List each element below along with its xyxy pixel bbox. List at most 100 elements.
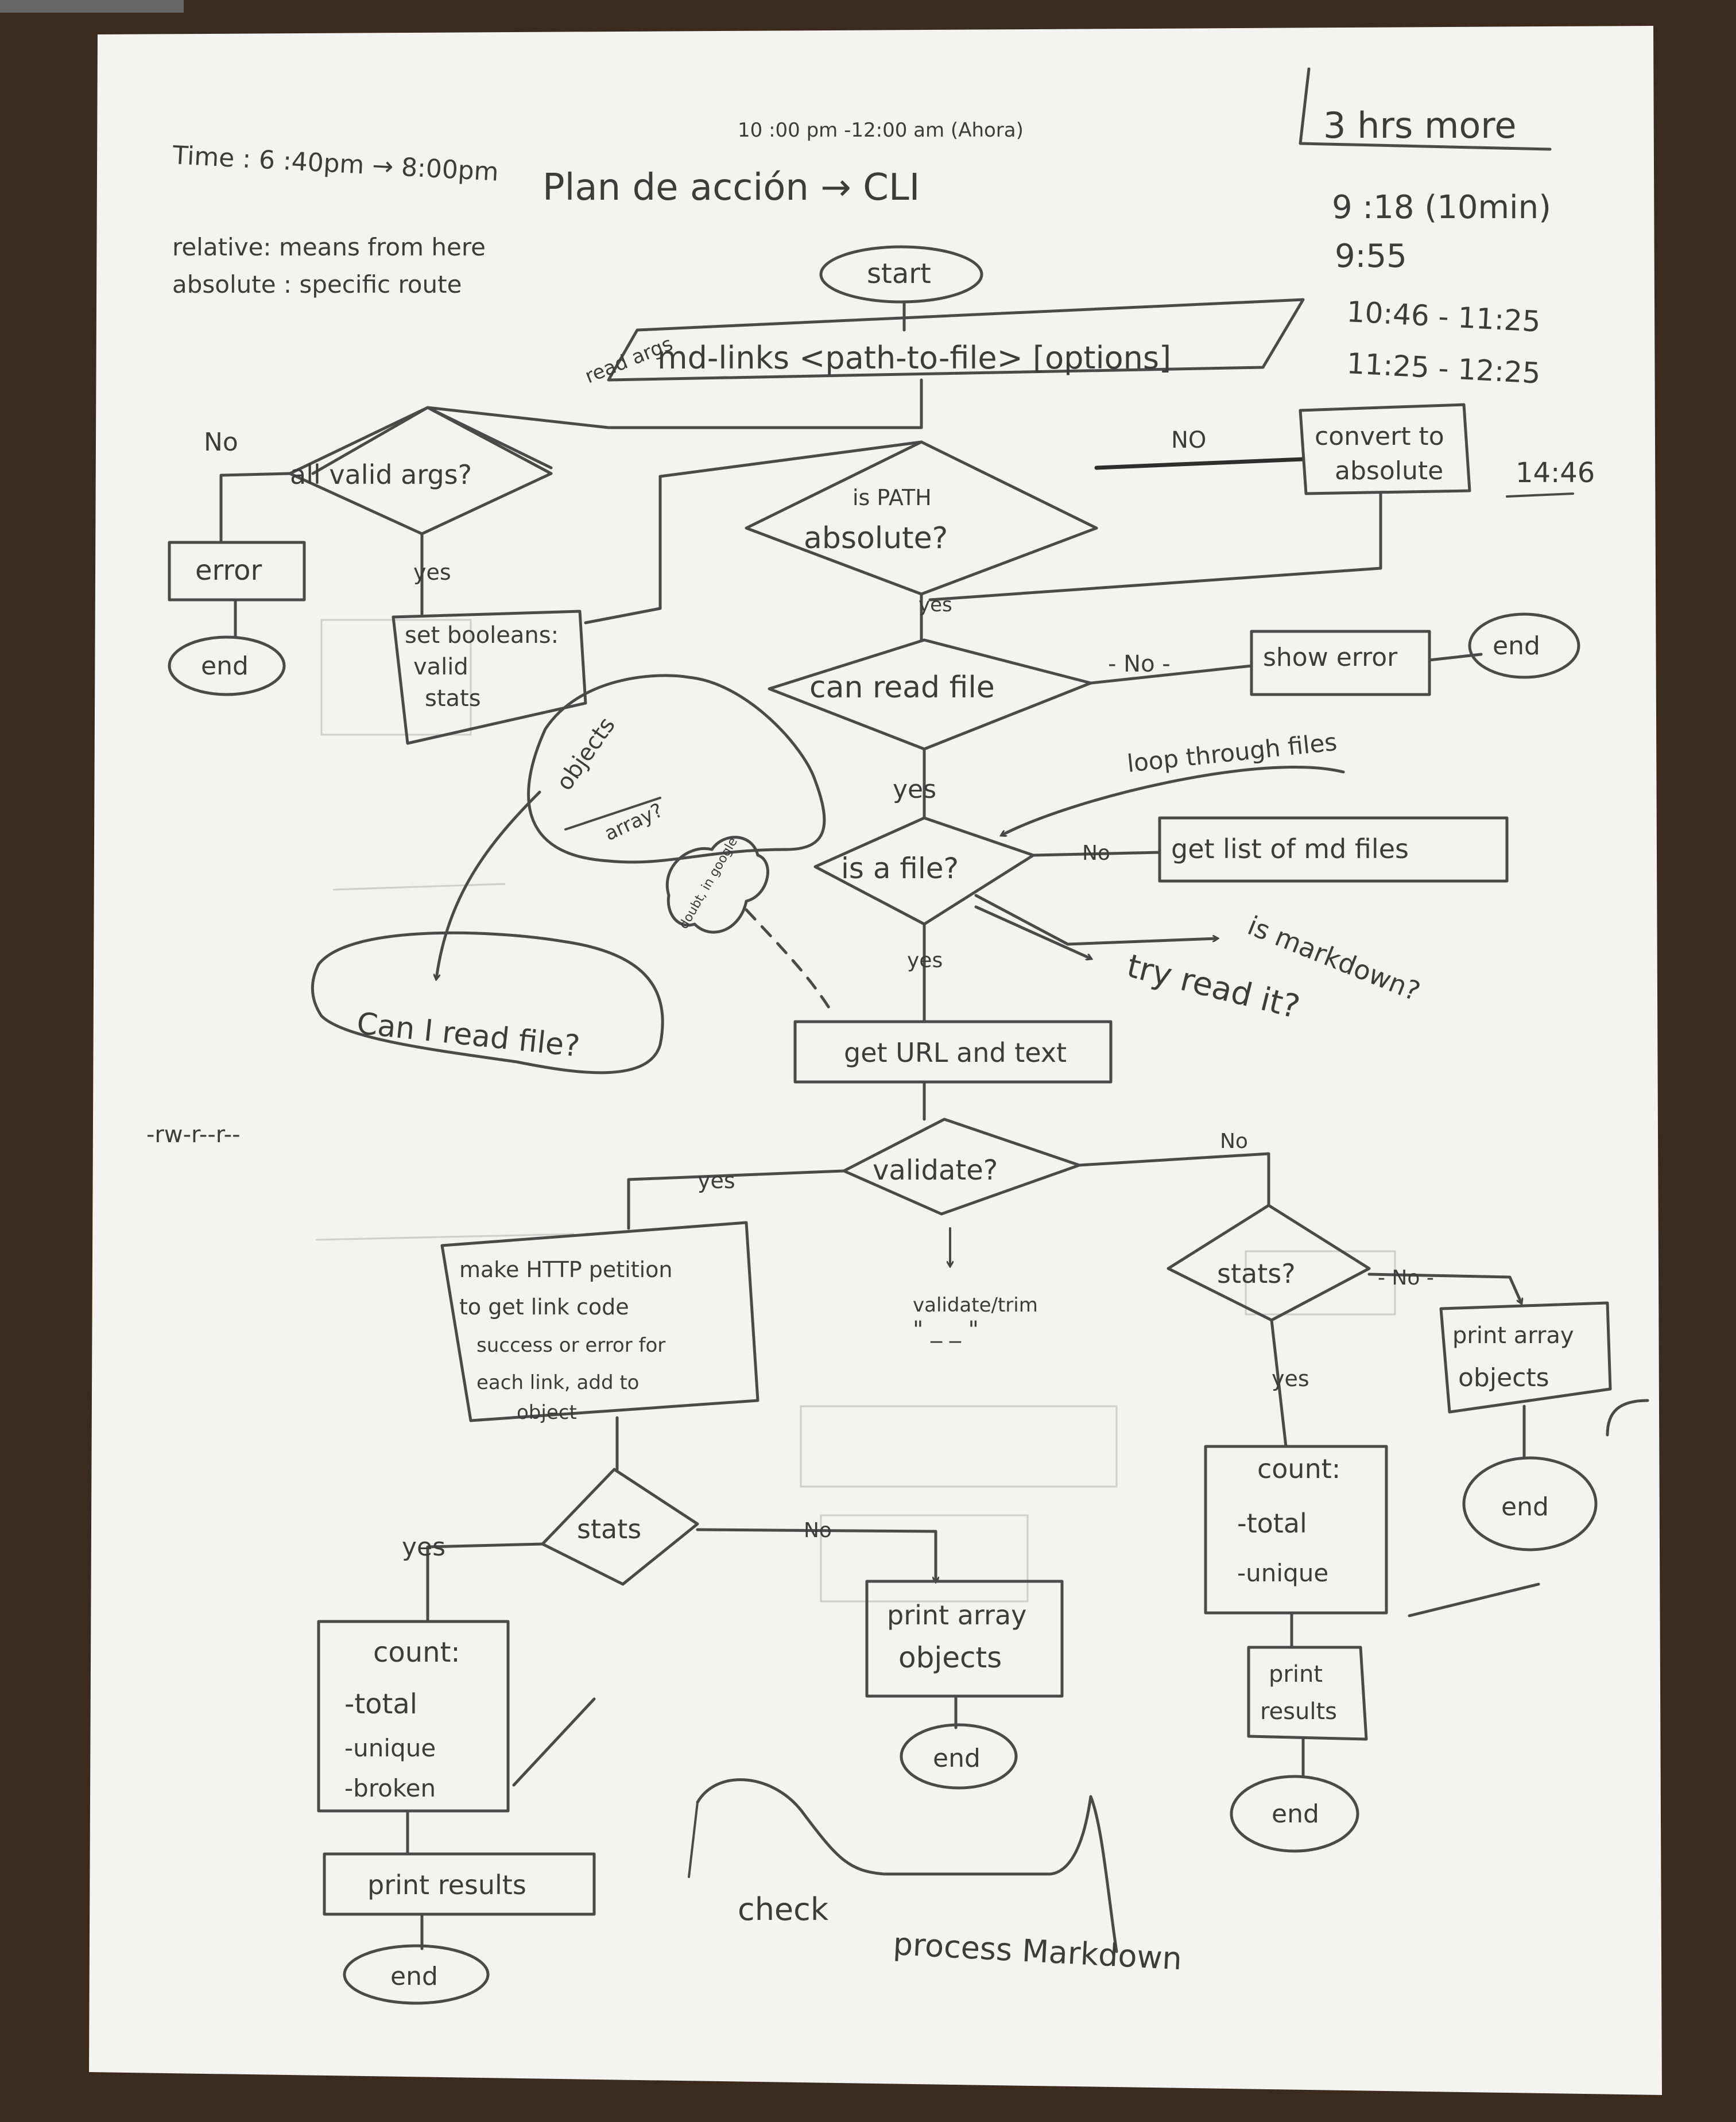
- all-valid-args-label: all valid args?: [290, 459, 472, 490]
- header-time-2: 10 :00 pm -12:00 am (Ahora): [738, 119, 1024, 142]
- arrow-canread-no: [1089, 664, 1253, 685]
- arrow-statsleft-no: [696, 1528, 936, 1581]
- no-label-validate: No: [1220, 1130, 1248, 1153]
- arrow-statsright-no: [1367, 1273, 1521, 1303]
- stats-right-label: stats?: [1217, 1258, 1296, 1289]
- yes-label-validate: yes: [698, 1168, 735, 1193]
- show-error-box: [1250, 630, 1431, 696]
- loop-back-arrow: [1002, 765, 1345, 835]
- label-check: check: [738, 1891, 829, 1927]
- yes-label-isfile: yes: [907, 949, 943, 972]
- note-question-blob: [311, 931, 664, 1074]
- print-results-right-line-1: print: [1269, 1661, 1323, 1687]
- validate-quote-label: " _ _ ": [913, 1317, 979, 1343]
- stats-left-diamond: [541, 1468, 699, 1586]
- timelog-bracket: [1299, 67, 1552, 151]
- arrow-isfile-tryread: [974, 905, 1091, 959]
- note-arrow-to-question: [436, 790, 541, 979]
- timelog-entry-2: 9:55: [1335, 238, 1407, 275]
- error-label: error: [195, 554, 262, 587]
- http-line-4: each link, add to: [476, 1371, 640, 1394]
- process-curve: [696, 1778, 1118, 1953]
- arrow-validargs-no: [219, 472, 292, 544]
- print-results-left-label: print results: [367, 1869, 526, 1900]
- end-label-4: end: [933, 1744, 981, 1773]
- timelog-underline: [1506, 492, 1574, 498]
- timelog-entry-5: 14:46: [1516, 457, 1595, 489]
- http-line-3: success or error for: [476, 1334, 665, 1357]
- count-right-line-3: -unique: [1237, 1559, 1328, 1587]
- arrow-isfile-markdown: [974, 894, 1217, 946]
- end-label-6: end: [1272, 1799, 1319, 1829]
- set-booleans-line-3: stats: [425, 685, 481, 712]
- arrow-path-no: [1094, 457, 1305, 470]
- corner-object: [0, 0, 184, 13]
- http-line-1: make HTTP petition: [459, 1257, 672, 1282]
- note-relative: relative: means from here: [172, 233, 486, 261]
- yes-label-statsleft: yes: [402, 1533, 445, 1562]
- process-curve-left-tick: [688, 1801, 699, 1878]
- no-label-isfile: No: [1082, 841, 1110, 865]
- yes-label-1: yes: [413, 560, 451, 585]
- count-left-line-3: -unique: [344, 1734, 436, 1762]
- set-booleans-box: [392, 610, 587, 745]
- yes-label-path: yes: [919, 593, 952, 616]
- convert-line-2: absolute: [1335, 456, 1443, 486]
- note-permissions: -rw-r--r--: [146, 1122, 241, 1148]
- can-read-file-label: can read file: [809, 670, 995, 705]
- end-label-5: end: [1501, 1492, 1549, 1522]
- end-terminal-3: [343, 1944, 490, 2005]
- no-label-statsright: - No -: [1378, 1266, 1434, 1290]
- count-left-line-4: -broken: [344, 1774, 436, 1802]
- arrow-statsright-yes: [1270, 1318, 1288, 1448]
- arrow-convert-back: [928, 492, 1382, 602]
- yes-label-statsright: yes: [1272, 1366, 1309, 1391]
- print-array-mid-box: [865, 1580, 1064, 1698]
- convert-line-1: convert to: [1315, 422, 1444, 451]
- end-label-2: end: [1493, 631, 1540, 661]
- get-md-list-label: get list of md files: [1171, 833, 1409, 864]
- end-terminal-4: [900, 1723, 1018, 1790]
- end-terminal-1: [168, 635, 286, 696]
- count-left-line-1: count:: [373, 1636, 460, 1669]
- no-label-canread: - No -: [1108, 651, 1171, 677]
- end-label-1: end: [201, 651, 249, 681]
- validate-diamond: [842, 1118, 1081, 1216]
- count-right-box: [1204, 1445, 1388, 1615]
- start-terminal: [819, 245, 983, 304]
- get-url-text-box: [793, 1020, 1113, 1084]
- arrow-isfile-no: [1032, 851, 1161, 857]
- no-label-left: No: [204, 428, 238, 457]
- end-terminal-2: [1468, 612, 1580, 679]
- print-results-right-box: [1247, 1646, 1368, 1741]
- http-petition-box: [440, 1221, 760, 1422]
- is-a-file-label: is a file?: [841, 852, 959, 885]
- validate-trim-label: validate/trim: [913, 1294, 1038, 1317]
- input-command-box: [607, 298, 1305, 382]
- ghost-marks: [315, 619, 1396, 1603]
- print-array-right-box: [1439, 1301, 1612, 1414]
- arrow-statsleft-yes: [426, 1542, 544, 1623]
- convert-absolute-box: [1299, 403, 1471, 495]
- note-doubt-cloud: [665, 836, 769, 934]
- print-array-right-line-1: print array: [1452, 1322, 1574, 1349]
- start-label: start: [867, 258, 931, 290]
- arrow-booleans-to-path: [584, 440, 923, 624]
- count-right-line-2: -total: [1237, 1508, 1307, 1539]
- http-line-2: to get link code: [459, 1294, 629, 1320]
- no-label-statsleft: No: [804, 1519, 832, 1542]
- stray-stroke-right: [1606, 1399, 1649, 1437]
- is-path-label-2: absolute?: [804, 521, 948, 556]
- end-label-3: end: [390, 1962, 438, 1991]
- arrow-validate-yes: [627, 1169, 846, 1230]
- end-terminal-6: [1230, 1775, 1359, 1853]
- print-results-right-line-2: results: [1260, 1698, 1337, 1725]
- no-label-path: NO: [1171, 427, 1206, 453]
- set-booleans-line-2: valid: [413, 654, 468, 680]
- count-right-line-1: count:: [1257, 1453, 1340, 1484]
- validate-label: validate?: [873, 1154, 998, 1186]
- end-terminal-5: [1462, 1456, 1598, 1551]
- set-booleans-line-1: set booleans:: [405, 622, 559, 649]
- print-array-mid-line-2: objects: [898, 1641, 1002, 1674]
